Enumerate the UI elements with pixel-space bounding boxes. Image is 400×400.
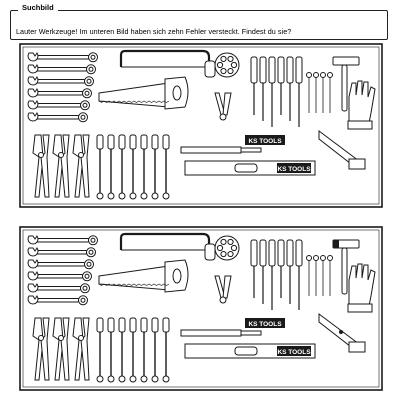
spanner-icon[interactable] [140, 317, 148, 383]
screwdriver-icon[interactable] [306, 255, 312, 297]
chisel-icon[interactable] [286, 56, 294, 121]
spanner-icon[interactable] [27, 76, 94, 87]
screwdriver-icon[interactable] [327, 255, 333, 297]
hammer-icon[interactable] [318, 130, 366, 170]
spanner-icon[interactable] [27, 52, 98, 63]
screwdriver-icon[interactable] [320, 255, 326, 297]
pliers-icon[interactable] [32, 134, 50, 198]
spanner-icon[interactable] [118, 317, 126, 383]
spanner-icon[interactable] [140, 134, 148, 200]
socket-icon[interactable] [214, 52, 240, 78]
hacksaw-icon[interactable] [119, 49, 216, 78]
brand-tag[interactable]: KS TOOLS [245, 135, 285, 145]
hammer-icon[interactable] [318, 313, 366, 353]
spanner-icon[interactable] [27, 271, 92, 282]
screwdriver-icon[interactable] [313, 72, 319, 114]
chisel-icon[interactable] [259, 56, 267, 121]
spanner-icon[interactable] [27, 100, 90, 111]
spanner-icon[interactable] [129, 134, 137, 200]
spanner-icon[interactable] [27, 247, 96, 258]
spanner-icon[interactable] [162, 134, 170, 200]
spanner-icon[interactable] [27, 283, 90, 294]
spanner-icon[interactable] [96, 317, 104, 383]
chisel-icon[interactable] [180, 146, 262, 154]
pliers-icon[interactable] [52, 317, 70, 381]
spanner-icon[interactable] [27, 88, 92, 99]
chisel-icon[interactable] [250, 239, 258, 298]
spanner-icon[interactable] [107, 317, 115, 383]
header-frame [10, 10, 388, 40]
screwdriver-icon[interactable] [320, 72, 326, 114]
spanner-icon[interactable] [27, 64, 96, 75]
chisel-icon[interactable] [277, 56, 285, 115]
spanner-icon[interactable] [27, 235, 98, 246]
pliers-icon[interactable] [52, 134, 70, 198]
glove-icon[interactable] [347, 80, 376, 130]
top-picture[interactable]: KS TOOLS KS TOOLS [19, 43, 383, 208]
socket-icon[interactable] [214, 235, 240, 261]
spanner-icon[interactable] [96, 134, 104, 200]
screwdriver-icon[interactable] [313, 255, 319, 297]
pliers-icon[interactable] [32, 317, 50, 381]
instruction-text: Lauter Werkzeuge! Im unteren Bild haben … [16, 27, 292, 36]
hacksaw-icon[interactable] [119, 232, 216, 261]
chisel-icon[interactable] [268, 239, 276, 310]
chisel-icon[interactable] [268, 56, 276, 127]
pliers-icon[interactable] [72, 134, 90, 198]
level-icon[interactable]: KS TOOLS [184, 343, 316, 359]
chisel-icon[interactable] [286, 239, 294, 304]
chisel-icon[interactable] [277, 239, 285, 298]
chisel-icon[interactable] [295, 56, 303, 127]
pliers-icon[interactable] [214, 275, 232, 304]
tool-board-svg: KS TOOLS KS TOOLS [19, 43, 383, 208]
saw-icon[interactable] [98, 76, 189, 110]
spanner-icon[interactable] [107, 134, 115, 200]
pliers-icon[interactable] [214, 92, 232, 121]
chisel-icon[interactable] [180, 329, 262, 337]
chisel-icon[interactable] [259, 239, 267, 304]
chisel-icon[interactable] [250, 56, 258, 115]
level-brand-label[interactable]: KS TOOLS [277, 349, 311, 356]
brand-label[interactable]: KS TOOLS [248, 321, 282, 328]
spanner-icon[interactable] [118, 134, 126, 200]
spanner-icon[interactable] [162, 317, 170, 383]
glove-icon[interactable] [347, 263, 376, 313]
tool-board-svg: KS TOOLS KS TOOLS [19, 226, 383, 391]
saw-icon[interactable] [98, 259, 189, 293]
spanner-icon[interactable] [27, 259, 94, 270]
pliers-icon[interactable] [72, 317, 90, 381]
hammer-icon[interactable] [332, 56, 360, 112]
screwdriver-icon[interactable] [306, 72, 312, 114]
spanner-icon[interactable] [27, 112, 88, 123]
brand-label[interactable]: KS TOOLS [248, 138, 282, 145]
chisel-icon[interactable] [295, 239, 303, 310]
page-title: Suchbild [18, 3, 58, 12]
level-icon[interactable]: KS TOOLS [184, 160, 316, 176]
level-brand-label[interactable]: KS TOOLS [277, 166, 311, 173]
spanner-icon[interactable] [151, 134, 159, 200]
spanner-icon[interactable] [129, 317, 137, 383]
spanner-icon[interactable] [27, 295, 88, 306]
brand-tag[interactable]: KS TOOLS [245, 318, 285, 328]
bottom-picture[interactable]: KS TOOLS KS TOOLS [19, 226, 383, 391]
hammer-icon[interactable] [332, 239, 360, 295]
screwdriver-icon[interactable] [327, 72, 333, 114]
spanner-icon[interactable] [151, 317, 159, 383]
